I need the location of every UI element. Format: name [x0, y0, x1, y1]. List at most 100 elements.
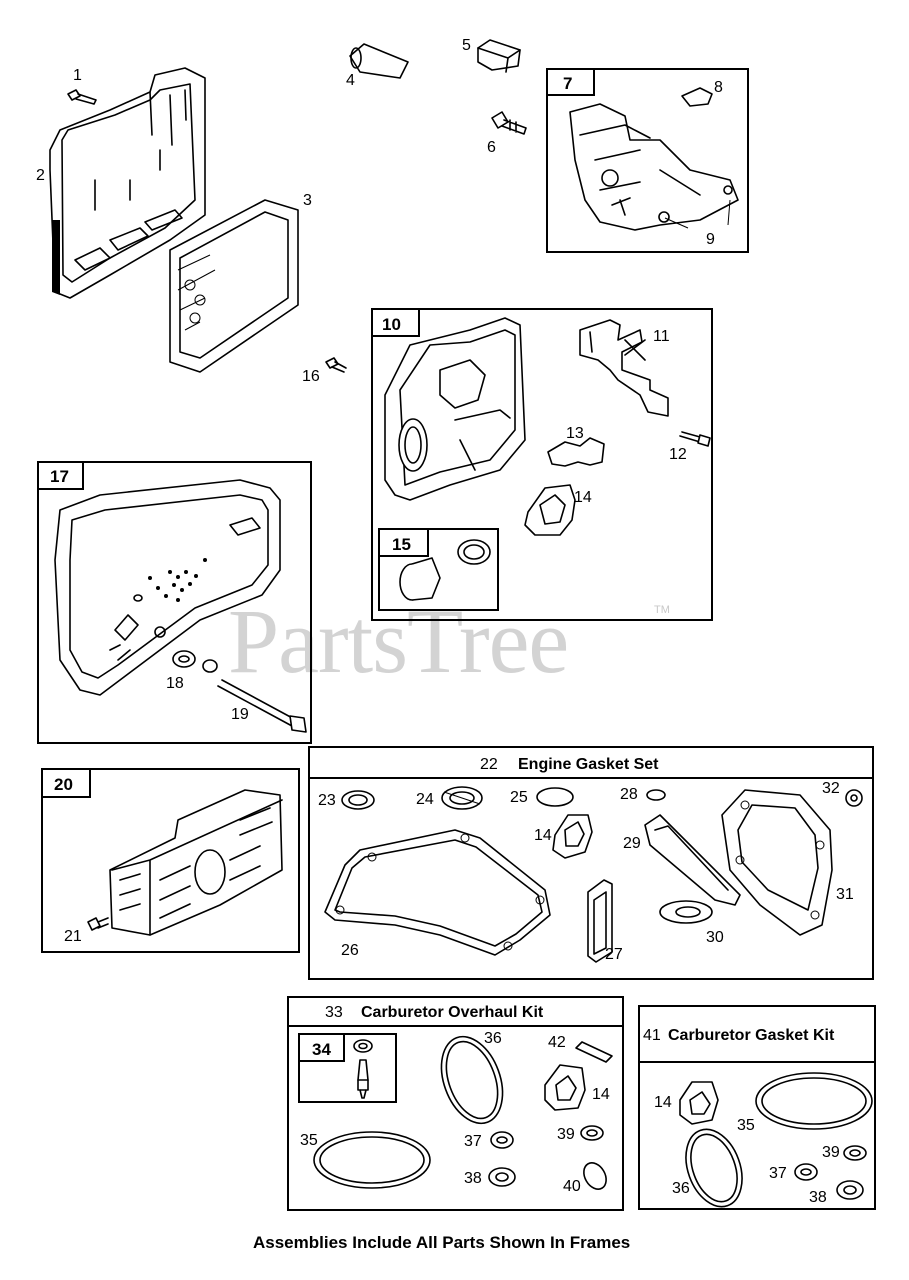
callout-19: 19: [231, 706, 249, 723]
part-31-head-gasket: [721, 789, 833, 936]
callout-39: 39: [557, 1126, 575, 1143]
part-21-screw: [87, 917, 109, 931]
part-3-air-filter: [169, 199, 299, 373]
part-38-washer: [488, 1167, 516, 1187]
part-32-washer: [845, 789, 863, 807]
part-37-washer-gasket-kit: [794, 1163, 818, 1181]
part-39-washer-gasket-kit: [843, 1145, 867, 1161]
kit-22-number: 22: [480, 756, 498, 773]
part-36-o-ring: [440, 1035, 504, 1125]
callout-36-gasket-kit: 36: [672, 1180, 690, 1197]
frame-10: [371, 308, 713, 621]
kit-33-number: 33: [325, 1004, 343, 1021]
callout-42: 42: [548, 1034, 566, 1051]
part-36-o-ring-gasket-kit: [685, 1128, 743, 1208]
part-17-muffler: [54, 479, 281, 696]
part-30-gasket: [659, 900, 713, 924]
callout-38: 38: [464, 1170, 482, 1187]
part-42-pin: [575, 1041, 613, 1063]
part-6-fitting: [491, 111, 527, 135]
part-38-washer-gasket-kit: [836, 1180, 864, 1200]
callout-14-gasket-set: 14: [534, 827, 552, 844]
frame-7-label-box: [546, 68, 595, 96]
kit-41-number: 41: [643, 1027, 661, 1044]
callout-15: 15: [392, 535, 411, 554]
leader-9: [664, 199, 731, 229]
callout-5: 5: [462, 37, 471, 54]
part-15-filter-element: [399, 539, 491, 601]
callout-1: 1: [73, 67, 82, 84]
callout-31: 31: [836, 886, 854, 903]
callout-35: 35: [300, 1132, 318, 1149]
part-29-gasket: [644, 814, 741, 906]
callout-25: 25: [510, 789, 528, 806]
part-37-washer: [490, 1131, 514, 1149]
part-25-o-ring: [536, 787, 574, 807]
kit-41-title: Carburetor Gasket Kit: [668, 1027, 835, 1044]
part-11-bracket: [579, 319, 669, 417]
frame-10-label-box: [371, 308, 420, 337]
callout-35-gasket-kit: 35: [737, 1117, 755, 1134]
callout-7: 7: [563, 74, 572, 93]
callout-23: 23: [318, 792, 336, 809]
callout-16: 16: [302, 368, 320, 385]
part-26-crankcase-gasket: [324, 829, 551, 956]
part-5-block: [477, 39, 521, 73]
part-34-needle-and-seat: [353, 1039, 373, 1099]
callout-14-gasket-kit: 14: [654, 1094, 672, 1111]
callout-37-gasket-kit: 37: [769, 1165, 787, 1182]
part-19-bolt: [217, 679, 307, 733]
frame-15-label-box: [378, 528, 429, 557]
part-20-heat-shield: [109, 789, 283, 936]
callout-8: 8: [714, 79, 723, 96]
callout-39-gasket-kit: 39: [822, 1144, 840, 1161]
callout-38-gasket-kit: 38: [809, 1189, 827, 1206]
frame-20-label-box: [41, 768, 91, 798]
callout-13: 13: [566, 425, 584, 442]
part-4-sleeve: [349, 43, 409, 79]
frame-15: [378, 528, 499, 611]
part-13-elbow: [547, 437, 605, 467]
frame-7: [546, 68, 749, 253]
part-1-bolt: [67, 89, 97, 105]
callout-40: 40: [563, 1178, 581, 1195]
part-23-seal: [341, 790, 375, 810]
callout-2: 2: [36, 167, 45, 184]
callout-18: 18: [166, 675, 184, 692]
watermark-trademark: TM: [654, 604, 670, 616]
callout-9: 9: [706, 231, 715, 248]
kit-22-title: Engine Gasket Set: [518, 756, 659, 773]
callout-32: 32: [822, 780, 840, 797]
part-40-plug: [583, 1162, 607, 1190]
callout-17: 17: [50, 467, 69, 486]
part-24-seal: [441, 786, 483, 810]
frame-34-label-box: [298, 1033, 345, 1062]
callout-29: 29: [623, 835, 641, 852]
part-28-o-ring: [646, 789, 666, 801]
callout-6: 6: [487, 139, 496, 156]
callout-37: 37: [464, 1133, 482, 1150]
callout-11: 11: [653, 328, 670, 345]
callout-30: 30: [706, 929, 724, 946]
part-35-o-ring: [313, 1131, 431, 1189]
part-16-screw: [325, 357, 347, 373]
callout-24: 24: [416, 791, 434, 808]
part-7-carburetor: [569, 103, 739, 231]
kit-33-title: Carburetor Overhaul Kit: [361, 1004, 544, 1021]
callout-12: 12: [669, 446, 687, 463]
diagram-caption: Assemblies Include All Parts Shown In Fr…: [253, 1233, 630, 1252]
part-12-bolt: [679, 431, 711, 447]
watermark: PartsTree: [228, 590, 568, 692]
callout-14-overhaul-kit: 14: [592, 1086, 610, 1103]
callout-3: 3: [303, 192, 312, 209]
part-2-air-cleaner-base: [49, 67, 206, 299]
part-35-o-ring-gasket-kit: [755, 1072, 873, 1130]
callout-27: 27: [605, 946, 623, 963]
callout-36: 36: [484, 1030, 502, 1047]
callout-34: 34: [312, 1040, 331, 1059]
frame-22-engine-gasket-set: [308, 746, 874, 980]
callout-26: 26: [341, 942, 359, 959]
part-14-gasket-kit: [679, 1081, 719, 1125]
callout-10: 10: [382, 315, 401, 334]
